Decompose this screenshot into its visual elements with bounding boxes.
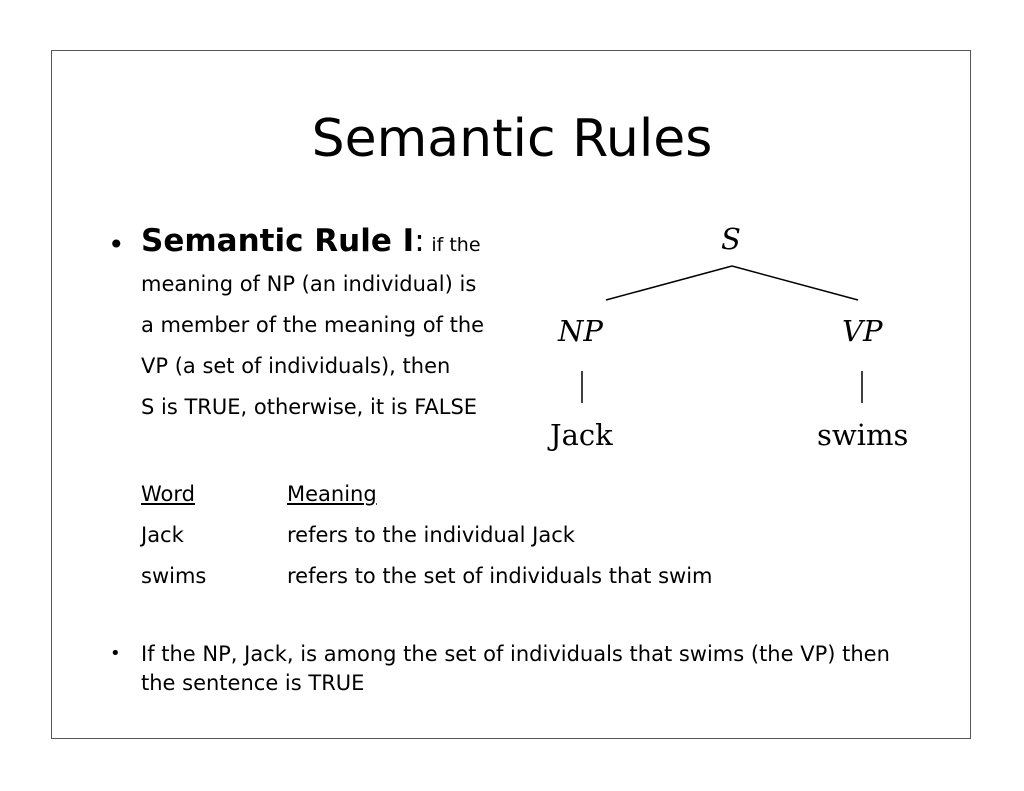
- rule-colon: :: [414, 223, 425, 259]
- header-word: Word: [141, 482, 195, 506]
- rule-line-5: S is TRUE, otherwise, it is FALSE: [141, 395, 478, 419]
- rule-name: Semantic Rule I: [141, 223, 415, 259]
- row-meaning: refers to the set of individuals that sw…: [287, 564, 713, 588]
- conclusion-text: If the NP, Jack, is among the set of ind…: [141, 642, 890, 695]
- rule-line-3: a member of the meaning of the: [141, 313, 485, 337]
- slide-title: Semantic Rules: [311, 109, 713, 169]
- header-meaning: Meaning: [287, 482, 377, 506]
- tree-node-np: NP: [558, 314, 603, 348]
- tree-leaf-jack: Jack: [550, 418, 613, 452]
- rule-line-4: VP (a set of individuals), then: [141, 354, 451, 378]
- bullet-marker: •: [108, 228, 125, 261]
- rule-line-1: if the: [431, 234, 481, 256]
- rule-heading-line: Semantic Rule I: if the: [141, 218, 531, 264]
- syntax-tree: S NP VP Jack swims: [540, 218, 920, 458]
- tree-node-s: S: [721, 222, 741, 256]
- row-meaning: refers to the individual Jack: [287, 523, 575, 547]
- bullet-marker: •: [110, 643, 121, 664]
- tree-node-vp: VP: [842, 314, 883, 348]
- row-word: swims: [141, 564, 207, 588]
- tree-leaf-swims: swims: [817, 418, 909, 452]
- slide-frame: [51, 50, 971, 739]
- rule-line-2: meaning of NP (an individual) is: [141, 272, 477, 296]
- semantic-rule-text: Semantic Rule I: if the meaning of NP (a…: [141, 218, 531, 428]
- row-word: Jack: [141, 523, 184, 547]
- syntax-tree-lines: [581, 265, 863, 403]
